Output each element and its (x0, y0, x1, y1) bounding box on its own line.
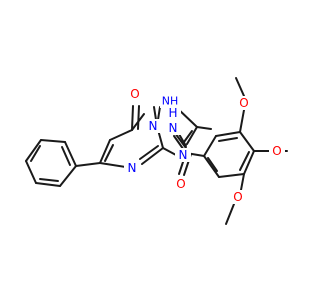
bond (99, 139, 111, 164)
bond (25, 160, 37, 184)
bond (239, 151, 250, 171)
bond (131, 105, 134, 131)
atom-label-nh: NH (162, 95, 179, 108)
atom-label-nitrogen: N (149, 119, 158, 133)
atom-label-oxygen: O (233, 190, 242, 204)
atom-label-nitrogen: N (169, 121, 178, 135)
bond (39, 178, 59, 182)
bond (218, 173, 245, 178)
chemical-structure-diagram: O NH N N H N N O O O O (25, 77, 288, 225)
bond (203, 155, 220, 178)
bond (203, 135, 217, 157)
bond (196, 126, 212, 130)
bond (30, 145, 41, 162)
atom-label-oxygen: O (272, 144, 281, 158)
bond (104, 144, 114, 162)
atom-label-oxygen: O (130, 87, 139, 101)
atom-label-nitrogen: N (128, 161, 137, 175)
bond (215, 131, 241, 137)
bond (186, 126, 198, 145)
atom-label-oxygen: O (239, 96, 248, 110)
atom-label-nitrogen: N (179, 148, 188, 162)
atom-labels: O NH N N H N N O O O O (124, 87, 285, 204)
bond (139, 145, 159, 160)
bond (240, 173, 245, 191)
bond (137, 105, 140, 130)
bond (239, 131, 255, 152)
bond (64, 141, 77, 167)
bond (225, 203, 235, 225)
bond (243, 150, 255, 175)
atom-label-hydrogen: H (168, 106, 177, 120)
bond (40, 139, 66, 143)
bond (239, 109, 245, 133)
bond (207, 157, 218, 172)
bond (162, 147, 177, 156)
bond (25, 139, 42, 162)
bond (61, 146, 71, 166)
atom-label-oxygen: O (176, 177, 185, 191)
bond (141, 147, 164, 165)
bonds (25, 77, 288, 225)
bond (35, 182, 61, 187)
bond (109, 129, 133, 141)
bond (218, 137, 238, 142)
bond (75, 162, 101, 167)
bond (59, 165, 77, 187)
bond (183, 130, 193, 143)
bond (235, 77, 245, 97)
